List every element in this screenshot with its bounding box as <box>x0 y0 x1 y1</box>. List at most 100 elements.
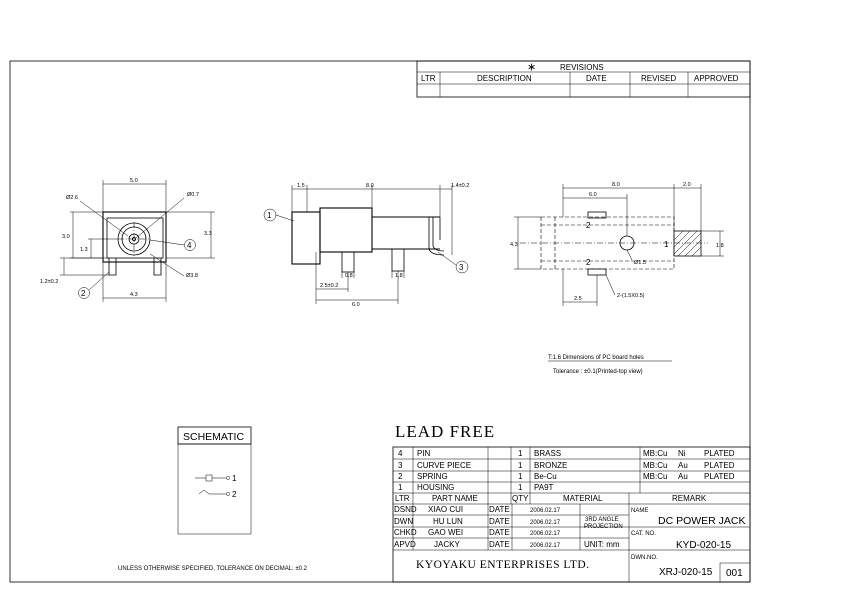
part-2-remark-plating: Au <box>678 472 688 481</box>
part-1-qty: 1 <box>518 483 523 492</box>
part-3-ltr: 3 <box>398 461 403 470</box>
part-3-remark-plated: PLATED <box>704 461 735 470</box>
schematic-block: SCHEMATIC 1 2 <box>177 426 252 535</box>
part-3-remark-plating: Au <box>678 461 688 470</box>
signoff-dsnd-date: 2006.02.17 <box>530 508 561 514</box>
parts-header-qty: QTY <box>512 494 529 503</box>
cat-no-value: KYD-020-15 <box>676 540 731 551</box>
signoff-chkd-person: GAO WEI <box>428 528 463 537</box>
pcb-dim-tab: 2.0 <box>683 182 691 188</box>
front-callout-4: 4 <box>187 241 192 250</box>
signoff-dwn-role: DWN <box>394 517 413 526</box>
front-dim-center-height: 1.3 <box>80 247 88 253</box>
pcb-hatch <box>673 230 702 257</box>
signoff-chkd-date: 2006.02.17 <box>530 531 561 537</box>
pcb-notes: T:1.6 Dimensions of PC board holes Toler… <box>548 355 672 375</box>
cat-no-label: CAT. NO. <box>631 531 656 537</box>
part-4-qty: 1 <box>518 449 523 458</box>
part-2-ltr: 2 <box>398 472 403 481</box>
signoff-dwn-date: 2006.02.17 <box>530 520 561 526</box>
part-2-qty: 1 <box>518 472 523 481</box>
company-name: KYOYAKU ENTERPRISES LTD. <box>416 559 590 571</box>
pcb-dim-slot-offset: 2.5 <box>574 296 582 302</box>
signoff-dsnd-person: XIAO CUI <box>428 505 463 514</box>
part-2-material: Be-Cu <box>534 472 557 481</box>
lead-free-label: LEAD FREE <box>395 422 495 441</box>
parts-header-remark: REMARK <box>672 494 707 503</box>
pcb-pad-label-center: 1 <box>664 240 669 249</box>
signoff-dwn-label: DATE <box>489 517 510 526</box>
part-4-material: BRASS <box>534 449 561 458</box>
side-dim-pin2-w: 1.8 <box>395 273 403 279</box>
pcb-view: 2 2 1 8.0 2.0 6.0 4.3 1.8 Ø1.5 2.5 2-(1.… <box>510 182 724 306</box>
signoff-dsnd-role: DSND <box>394 505 417 514</box>
unit-label: UNIT: mm <box>584 540 620 549</box>
rev-col-approved: APPROVED <box>694 74 739 83</box>
title-block: 4 PIN 1 BRASS MB:Cu Ni PLATED 3 CURVE PI… <box>392 446 751 583</box>
pcb-pad-label-bottom: 2 <box>586 258 591 267</box>
part-3-remark-mb: MB:Cu <box>643 461 667 470</box>
parts-header-ltr: LTR <box>395 494 410 503</box>
part-2-remark-plated: PLATED <box>704 472 735 481</box>
side-dim-flange: 1.5 <box>297 183 305 189</box>
revisions-star: ∗ <box>527 62 536 74</box>
pcb-board-note: T:1.6 Dimensions of PC board holes <box>548 355 644 361</box>
front-dim-pin-dia: Ø0.7 <box>187 192 199 198</box>
part-1-ltr: 1 <box>398 483 403 492</box>
signoff-apvd-person: JACKY <box>434 540 460 549</box>
signoff-dwn-person: HU LUN <box>433 517 463 526</box>
parts-header-material: MATERIAL <box>563 494 603 503</box>
part-3-qty: 1 <box>518 461 523 470</box>
schematic-pin-2: 2 <box>232 490 237 499</box>
side-view: 1.5 8.0 1.4±0.2 0.8 1.8 2.5±0.2 6.0 1 3 <box>263 183 469 308</box>
rev-col-date: DATE <box>586 74 607 83</box>
pcb-dim-hole-offset: 6.0 <box>589 192 597 198</box>
signoff-apvd-label: DATE <box>489 540 510 549</box>
side-dim-lead: 1.4±0.2 <box>451 183 469 189</box>
part-4-remark-plated: PLATED <box>704 449 735 458</box>
name-label: NAME <box>631 508 648 514</box>
drawing-no-value: XRJ-020-15 <box>659 567 713 578</box>
parts-header-name: PART NAME <box>432 494 478 503</box>
front-dim-pin-length: 1.2±0.2 <box>40 279 58 285</box>
pcb-dim-length: 8.0 <box>612 182 620 188</box>
side-dim-length: 8.0 <box>366 183 374 189</box>
sheet-border <box>9 60 751 583</box>
side-dim-pin-offset: 2.5±0.2 <box>320 283 338 289</box>
front-dim-body-height: 3.3 <box>204 231 212 237</box>
sheet-number: 001 <box>726 568 743 579</box>
rev-col-description: DESCRIPTION <box>477 74 532 83</box>
projection-line-2: PROJECTION <box>584 524 623 530</box>
projection-line-1: 3RD ANGLE <box>585 517 619 523</box>
front-dim-base-width: 4.3 <box>130 292 138 298</box>
tolerance-note: Tolerance : ±0.1(Printed-top view) <box>553 369 643 375</box>
side-dim-pin-w: 0.8 <box>345 273 353 279</box>
product-name: DC POWER JACK <box>658 515 746 527</box>
front-callout-2: 2 <box>81 289 86 298</box>
part-1-material: PA9T <box>534 483 554 492</box>
schematic-title: SCHEMATIC <box>183 431 244 443</box>
side-dim-pin-pitch: 6.0 <box>352 302 360 308</box>
rev-col-ltr: LTR <box>421 74 436 83</box>
signoff-apvd-role: APVD <box>394 540 416 549</box>
part-4-remark-plating: Ni <box>678 449 686 458</box>
pcb-pad-label-top: 2 <box>586 221 591 230</box>
side-callout-3: 3 <box>459 263 464 272</box>
side-callout-1: 1 <box>267 211 272 220</box>
revisions-block: ∗ REVISIONS LTR DESCRIPTION DATE REVISED… <box>416 60 751 98</box>
pcb-dim-slot-size: 2-(1.5X0.5) <box>617 293 645 299</box>
part-3-name: CURVE PIECE <box>417 461 471 470</box>
rev-col-revised: REVISED <box>641 74 676 83</box>
part-3-material: BRONZE <box>534 461 567 470</box>
drawing-no-label: DWN.NO. <box>631 555 658 561</box>
part-1-name: HOUSING <box>417 483 454 492</box>
part-4-remark-mb: MB:Cu <box>643 449 667 458</box>
front-dim-outer-dia: Ø3.8 <box>186 273 198 279</box>
signoff-chkd-label: DATE <box>489 528 510 537</box>
part-2-name: SPRING <box>417 472 448 481</box>
part-4-ltr: 4 <box>398 449 403 458</box>
pcb-dim-hole-dia: Ø1.5 <box>634 260 646 266</box>
part-4-name: PIN <box>417 449 431 458</box>
front-dim-width: 5.0 <box>130 178 138 184</box>
